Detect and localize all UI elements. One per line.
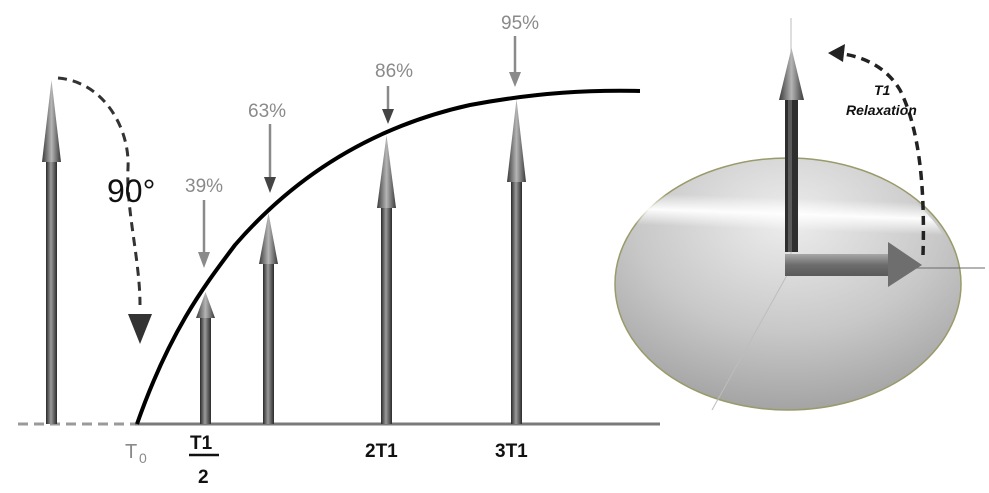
flip-dashed-path	[57, 76, 142, 306]
pointer-86	[382, 86, 394, 124]
magnetization-arrow-half-t1	[196, 292, 215, 424]
t1-relaxation-arrowhead	[828, 44, 845, 62]
percent-label-95: 95%	[501, 13, 539, 34]
axis-label-half-t1-denominator: 2	[198, 467, 209, 488]
pointer-63	[264, 124, 276, 193]
magnetization-arrow-t1	[259, 213, 278, 424]
pointer-39	[198, 200, 210, 268]
magnetization-arrow-2t1	[377, 135, 396, 424]
axis-label-t0: T	[125, 441, 137, 463]
percent-label-39: 39%	[185, 176, 223, 197]
t1-relaxation-dashed-path	[834, 51, 926, 256]
flip-arrowhead	[128, 314, 152, 344]
magnetization-arrow-3t1	[507, 99, 526, 424]
axis-label-t0-subscript: 0	[139, 450, 147, 466]
axis-label-3t1: 3T1	[495, 441, 528, 462]
axis-label-2t1: 2T1	[365, 441, 398, 462]
pointer-95	[509, 36, 521, 87]
relaxation-subtitle: Relaxation	[846, 102, 917, 118]
transverse-magnetization-arrow	[785, 242, 922, 287]
relaxation-title: T1	[874, 82, 891, 98]
longitudinal-magnetization-arrow	[779, 48, 804, 252]
recovery-curve	[135, 88, 641, 425]
axis-label-half-t1-numerator: T1	[190, 433, 213, 454]
flip-angle-label: 90°	[107, 173, 155, 209]
percent-label-86: 86%	[375, 61, 413, 82]
y-axis-line	[711, 267, 792, 411]
longitudinal-recovery-panel: 90°	[18, 13, 660, 488]
spin-vector-panel: T1 Relaxation	[608, 18, 985, 411]
percent-label-63: 63%	[248, 101, 286, 122]
initial-magnetization-arrow	[42, 80, 61, 424]
